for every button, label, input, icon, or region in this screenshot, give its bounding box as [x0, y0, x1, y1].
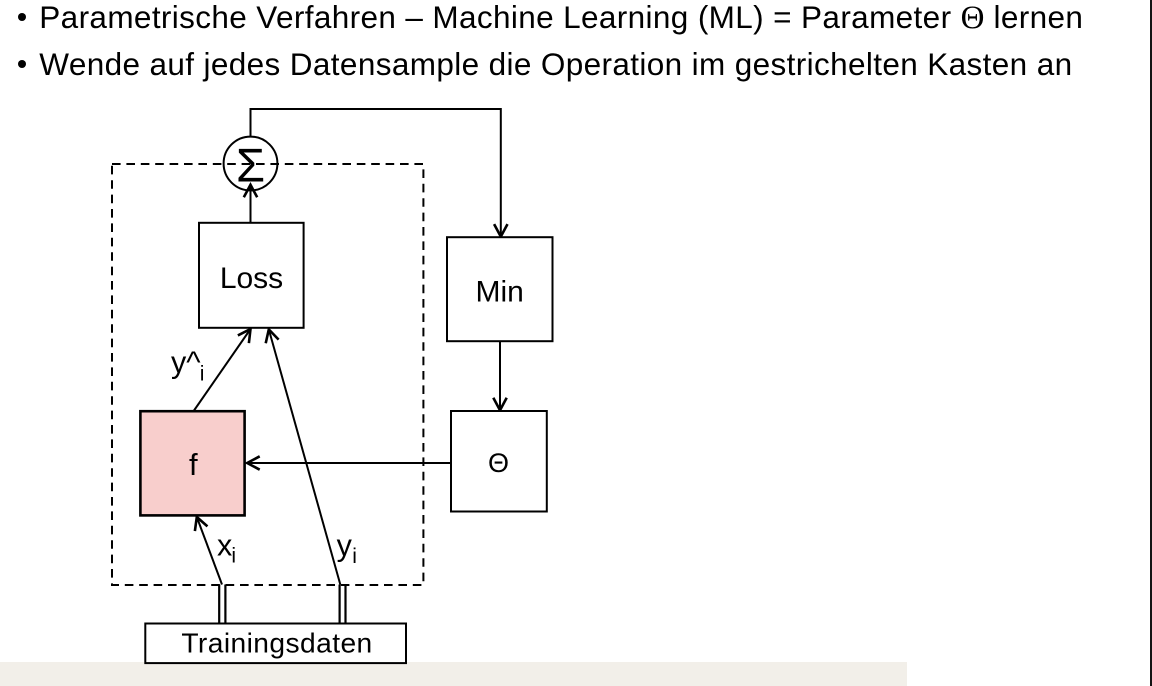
- svg-text:Loss: Loss: [220, 262, 283, 295]
- svg-text:i: i: [352, 545, 357, 568]
- svg-text:i: i: [231, 545, 236, 568]
- svg-text:Σ: Σ: [236, 139, 265, 192]
- svg-text:i: i: [200, 362, 205, 385]
- svg-text:y^: y^: [171, 346, 201, 380]
- svg-text:f: f: [189, 447, 198, 482]
- svg-text:Trainingsdaten: Trainingsdaten: [181, 627, 372, 659]
- svg-text:Min: Min: [476, 276, 524, 309]
- svg-text:y: y: [337, 529, 353, 563]
- svg-text:Θ: Θ: [488, 448, 509, 478]
- svg-text:x: x: [217, 529, 232, 563]
